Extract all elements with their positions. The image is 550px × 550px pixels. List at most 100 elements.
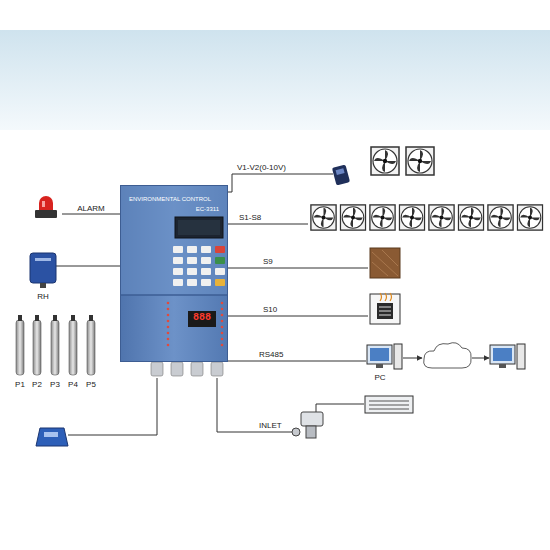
inlet-actuator	[301, 412, 323, 426]
alarm-light	[35, 196, 57, 218]
computer	[370, 348, 389, 361]
water-meter	[36, 428, 68, 446]
status-led	[167, 314, 170, 317]
cooling-pad	[370, 248, 400, 278]
wire	[62, 214, 120, 215]
keypad	[201, 279, 211, 286]
signal-label: ALARM	[76, 204, 106, 213]
keypad	[173, 246, 183, 253]
temperature-probe	[33, 320, 41, 375]
signal-label: S10	[262, 305, 278, 314]
heater	[379, 307, 391, 315]
keypad	[215, 279, 225, 286]
status-led	[221, 338, 224, 341]
water-meter	[36, 428, 68, 446]
computer	[493, 348, 512, 361]
water-meter	[44, 432, 58, 437]
temperature-probe	[87, 320, 95, 375]
signal-label: INLET	[258, 421, 283, 430]
status-led	[221, 344, 224, 347]
probe-label: P3	[49, 380, 61, 389]
air-inlet	[369, 401, 409, 409]
keypad	[187, 257, 197, 264]
computer	[367, 345, 392, 364]
computer	[517, 344, 525, 369]
probe-label: P1	[14, 380, 26, 389]
keypad	[215, 268, 225, 275]
probe-label: P4	[67, 380, 79, 389]
fan-symbol	[406, 147, 434, 175]
signal-label: RS485	[258, 350, 284, 359]
status-led	[221, 326, 224, 329]
cable-gland	[211, 362, 223, 376]
fan-symbol	[370, 205, 395, 230]
status-led	[167, 332, 170, 335]
keypad	[187, 268, 197, 275]
keypad	[201, 246, 211, 253]
signal-label: S1-S8	[238, 213, 262, 222]
signal-label: V1-V2(0-10V)	[236, 163, 287, 172]
controller-body	[178, 220, 220, 235]
fan-symbol	[517, 205, 542, 230]
humidity-sensor	[30, 253, 56, 283]
temperature-probe	[35, 315, 39, 321]
speed-controller	[332, 164, 350, 185]
heater	[377, 303, 393, 319]
computer	[499, 364, 506, 368]
keypad	[187, 246, 197, 253]
keypad	[201, 268, 211, 275]
wire	[217, 378, 292, 432]
inlet-actuator	[292, 412, 323, 438]
fan-symbol	[311, 205, 336, 230]
device-label: PC	[373, 373, 386, 382]
fan-symbol	[371, 147, 399, 175]
device-label: RH	[36, 292, 50, 301]
controller-body	[120, 185, 228, 362]
speed-controller	[332, 164, 350, 185]
status-led	[167, 308, 170, 311]
status-led	[167, 302, 170, 305]
wire	[403, 358, 422, 359]
network-cloud	[424, 343, 471, 368]
wire	[228, 174, 333, 192]
speed-controller	[336, 168, 345, 175]
controller-body	[175, 217, 223, 238]
signal-label: S9	[262, 257, 274, 266]
cable-gland	[191, 362, 203, 376]
keypad	[215, 246, 225, 253]
status-led	[221, 308, 224, 311]
keypad	[187, 279, 197, 286]
inlet-actuator	[306, 426, 316, 438]
fan-symbol	[429, 205, 454, 230]
wire	[228, 224, 308, 225]
fan-symbol	[458, 205, 483, 230]
keypad	[201, 257, 211, 264]
alarm-light	[35, 210, 57, 218]
humidity-sensor	[35, 258, 51, 261]
status-led	[221, 314, 224, 317]
wire	[228, 361, 366, 362]
computer	[490, 345, 515, 364]
temperature-probe	[71, 315, 75, 321]
led-display	[188, 311, 216, 327]
cooling-pad	[372, 250, 398, 276]
keypad	[215, 257, 225, 264]
temperature-probe	[18, 315, 22, 321]
header-band	[0, 30, 550, 130]
controller-body	[120, 185, 228, 295]
display-digits: 888	[192, 312, 212, 324]
heater	[370, 294, 400, 324]
computer	[376, 364, 383, 368]
inlet-actuator	[292, 428, 300, 436]
air-inlet	[365, 396, 413, 413]
wire	[228, 268, 368, 269]
fan-symbol	[340, 205, 365, 230]
wire	[68, 378, 157, 435]
temperature-probe	[69, 320, 77, 375]
network-cloud	[424, 343, 471, 368]
temperature-probe	[51, 320, 59, 375]
wire	[316, 404, 364, 412]
cable-gland	[151, 362, 223, 376]
